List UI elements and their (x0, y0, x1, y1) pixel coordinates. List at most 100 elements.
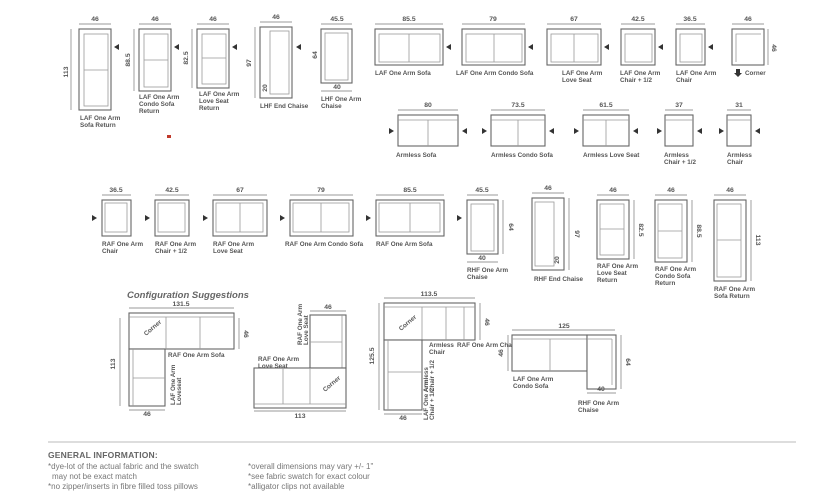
svg-text:125.5: 125.5 (369, 347, 376, 364)
svg-text:45.5: 45.5 (475, 187, 488, 194)
svg-text:LAF One Arm: LAF One Arm (199, 91, 240, 98)
raf-one-arm-condo-sofa-return: 46 88.5 RAF One Arm Condo Sofa Return (654, 187, 702, 287)
svg-text:46: 46 (143, 411, 151, 418)
svg-text:Sofa Return: Sofa Return (714, 293, 750, 300)
svg-text:46: 46 (744, 16, 752, 23)
svg-text:LAF One Arm: LAF One Arm (139, 94, 180, 101)
svg-text:97: 97 (246, 59, 253, 67)
svg-text:40: 40 (597, 386, 605, 393)
config-1: 131.5 46 113 Corner RAF One Arm Sofa LAF… (110, 301, 249, 418)
svg-text:61.5: 61.5 (599, 102, 612, 109)
svg-text:RAF One Arm Condo Sofa: RAF One Arm Condo Sofa (285, 241, 364, 248)
marker (167, 135, 171, 138)
svg-text:Loveseat: Loveseat (176, 377, 183, 405)
svg-text:Chair: Chair (676, 77, 693, 84)
svg-text:31: 31 (735, 102, 743, 109)
svg-text:Armless Condo Sofa: Armless Condo Sofa (491, 152, 553, 159)
svg-text:Chair: Chair (727, 159, 744, 166)
svg-text:Armless Love Seat: Armless Love Seat (583, 152, 640, 159)
svg-text:LAF One Arm Condo Sofa: LAF One Arm Condo Sofa (456, 70, 534, 77)
svg-text:Chair + 1/2: Chair + 1/2 (664, 159, 697, 166)
info-line: *overall dimensions may vary +/- 1" (248, 462, 374, 471)
svg-text:85.5: 85.5 (403, 187, 416, 194)
raf-one-arm-love-seat: 67 RAF One Arm Love Seat (203, 187, 268, 255)
svg-text:Love Seat: Love Seat (597, 270, 628, 277)
svg-text:LAF One Arm: LAF One Arm (170, 364, 177, 405)
raf-one-arm-sofa-return: 46 113 RAF One Arm Sofa Return (713, 187, 761, 300)
svg-text:113: 113 (295, 413, 306, 420)
laf-one-arm-condo-sofa: 79 LAF One Arm Condo Sofa (456, 16, 534, 77)
svg-text:LAF One Arm: LAF One Arm (80, 115, 121, 122)
svg-text:LAF One Arm: LAF One Arm (562, 70, 603, 77)
svg-text:45.5: 45.5 (330, 16, 343, 23)
svg-text:RAF One Arm: RAF One Arm (297, 304, 304, 345)
svg-text:RAF One Arm: RAF One Arm (597, 263, 638, 270)
info-line: *alligator clips not available (248, 482, 345, 491)
svg-text:40: 40 (333, 84, 341, 91)
raf-one-arm-love-seat-return: 46 82.5 RAF One Arm Love Seat Return (596, 187, 644, 284)
svg-text:Return: Return (199, 105, 219, 112)
laf-one-arm-love-seat: 67 LAF One Arm Love Seat (546, 16, 609, 84)
info-line: may not be exact match (52, 472, 137, 481)
svg-text:42.5: 42.5 (631, 16, 644, 23)
svg-text:Love Seat: Love Seat (199, 98, 230, 105)
info-line: *see fabric swatch for exact colour (248, 472, 370, 481)
info-line: *dye-lot of the actual fabric and the sw… (48, 462, 199, 471)
svg-text:113.5: 113.5 (421, 291, 438, 298)
svg-text:82.5: 82.5 (183, 51, 190, 64)
raf-one-arm-chair: 36.5 RAF One Arm Chair (92, 187, 143, 255)
svg-text:LAF One Arm: LAF One Arm (676, 70, 717, 77)
svg-text:85.5: 85.5 (402, 16, 415, 23)
svg-text:LAF One Arm: LAF One Arm (513, 376, 554, 383)
svg-text:Sofa Return: Sofa Return (80, 122, 116, 129)
svg-text:Love Seat: Love Seat (213, 248, 244, 255)
svg-text:64: 64 (312, 51, 319, 59)
svg-text:40: 40 (478, 255, 486, 262)
svg-text:64: 64 (624, 358, 631, 366)
armless-love-seat: 61.5 Armless Love Seat (574, 102, 640, 159)
svg-text:Chaise: Chaise (578, 407, 599, 414)
raf-one-arm-sofa: 85.5 RAF One Arm Sofa (366, 187, 445, 248)
svg-text:RAF One Arm: RAF One Arm (102, 241, 143, 248)
info-column-left: *dye-lot of the actual fabric and the sw… (48, 462, 248, 492)
svg-text:36.5: 36.5 (683, 16, 696, 23)
svg-text:Chair + 1/2: Chair + 1/2 (429, 359, 436, 392)
svg-text:46: 46 (483, 318, 490, 326)
svg-text:82.5: 82.5 (637, 223, 644, 236)
svg-text:LAF One Arm: LAF One Arm (620, 70, 661, 77)
svg-text:RAF One Arm: RAF One Arm (258, 356, 299, 363)
raf-one-arm-condo-sofa: 79 RAF One Arm Condo Sofa (280, 187, 364, 248)
general-info-heading: GENERAL INFORMATION: (48, 450, 158, 460)
laf-love-seat-return: 46 82.5 LAF One Arm Love Seat Return (183, 16, 240, 112)
laf-one-arm-chair-and-half: 42.5 LAF One Arm Chair + 1/2 (620, 16, 663, 84)
svg-text:46: 46 (324, 304, 332, 311)
svg-text:46: 46 (544, 185, 552, 192)
svg-text:LHF One Arm: LHF One Arm (321, 96, 362, 103)
config-2: 46 RAF One Arm Love Seat Corner RAF One … (253, 304, 347, 420)
svg-text:46: 46 (151, 16, 159, 23)
svg-text:Condo Sofa: Condo Sofa (139, 101, 175, 108)
svg-text:LHF End Chaise: LHF End Chaise (260, 103, 309, 110)
svg-text:46: 46 (209, 16, 217, 23)
svg-text:Chair: Chair (102, 248, 119, 255)
rhf-end-chaise: 46 97 20 RHF End Chaise (531, 185, 583, 283)
corner-unit: 46 46 Corner (731, 16, 777, 77)
svg-text:131.5: 131.5 (172, 301, 189, 308)
svg-text:Chair + 1/2: Chair + 1/2 (155, 248, 188, 255)
svg-text:Armless: Armless (429, 342, 454, 349)
svg-text:20: 20 (554, 256, 561, 264)
svg-text:Love Seat: Love Seat (303, 314, 310, 345)
svg-text:46: 46 (609, 187, 617, 194)
svg-text:Chaise: Chaise (321, 103, 342, 110)
svg-text:LAF One Arm: LAF One Arm (423, 379, 430, 420)
svg-text:46: 46 (726, 187, 734, 194)
svg-text:79: 79 (317, 187, 325, 194)
svg-text:79: 79 (489, 16, 497, 23)
svg-text:Armless Sofa: Armless Sofa (396, 152, 437, 159)
svg-text:46: 46 (91, 16, 99, 23)
svg-text:113: 113 (110, 358, 117, 369)
svg-text:46: 46 (242, 330, 249, 338)
svg-text:67: 67 (570, 16, 578, 23)
